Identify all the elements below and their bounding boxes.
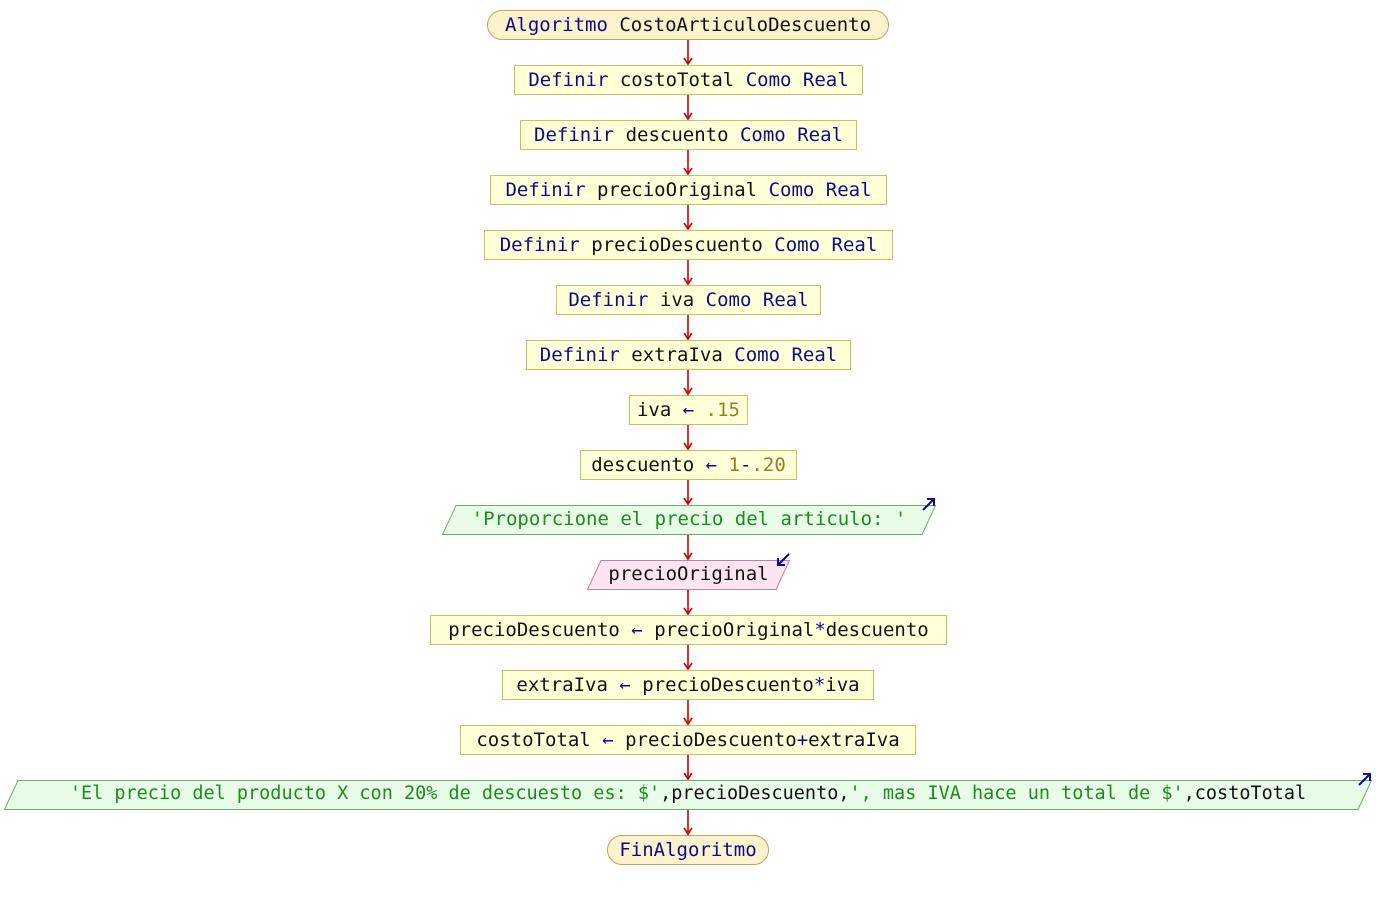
result-string-1: 'El precio del producto X con 20% de des… bbox=[69, 783, 661, 804]
output-result-box[interactable]: 'El precio del producto X con 20% de des… bbox=[3, 780, 1373, 810]
type-keyword: Real bbox=[825, 179, 872, 201]
operand-a: precioDescuento bbox=[625, 729, 797, 751]
operand-a: precioOriginal bbox=[654, 619, 815, 641]
type-keyword: Real bbox=[831, 234, 878, 256]
connector-arrowhead-icon bbox=[683, 607, 693, 616]
connector-arrowhead-icon bbox=[683, 772, 693, 781]
number-one: 1 bbox=[728, 454, 740, 476]
output-parallelogram bbox=[441, 505, 937, 535]
output-parallelogram bbox=[3, 780, 1373, 810]
type-keyword: Real bbox=[791, 344, 838, 366]
define-precio-descuento-box[interactable]: Definir precioDescuento Como Real bbox=[484, 230, 893, 260]
definir-keyword: Definir bbox=[539, 344, 620, 366]
define-extra-iva-box[interactable]: Definir extraIva Como Real bbox=[526, 340, 851, 370]
assign-arrow-icon: ← bbox=[619, 674, 631, 696]
multiply-operator: * bbox=[813, 674, 826, 696]
define-descuento-box[interactable]: Definir descuento Como Real bbox=[520, 120, 857, 150]
input-variable: precioOriginal bbox=[608, 563, 769, 585]
definir-keyword: Definir bbox=[534, 124, 615, 146]
result-string-2: ', mas IVA hace un total de $' bbox=[849, 783, 1184, 804]
definir-keyword: Definir bbox=[505, 179, 586, 201]
connector-arrowhead-icon bbox=[683, 387, 693, 396]
variable-name: descuento bbox=[625, 124, 729, 146]
operand-b: iva bbox=[825, 674, 860, 696]
connector-arrowhead-icon bbox=[683, 57, 693, 66]
operand-b: extraIva bbox=[808, 729, 900, 751]
assign-target: costoTotal bbox=[476, 729, 591, 751]
connector-arrowhead-icon bbox=[683, 167, 693, 176]
type-keyword: Real bbox=[802, 69, 849, 91]
assign-arrow-icon: ← bbox=[682, 399, 695, 421]
input-arrow-icon bbox=[777, 553, 790, 566]
end-terminal[interactable]: FinAlgoritmo bbox=[607, 835, 769, 865]
output-arrow-icon bbox=[922, 498, 935, 511]
operand-a: precioDescuento bbox=[642, 674, 814, 696]
assign-arrow-icon: ← bbox=[631, 619, 643, 641]
como-keyword: Como bbox=[774, 234, 821, 256]
connector-arrowhead-icon bbox=[683, 662, 693, 671]
type-keyword: Real bbox=[797, 124, 843, 146]
start-terminal[interactable]: Algoritmo CostoArticuloDescuento bbox=[487, 10, 889, 40]
input-precio-original-box[interactable]: precioOriginal bbox=[586, 560, 791, 590]
result-variable-2: costoTotal bbox=[1194, 783, 1307, 804]
assign-value: .15 bbox=[705, 399, 740, 421]
connector-arrowhead-icon bbox=[683, 222, 693, 231]
algorithm-name: CostoArticuloDescuento bbox=[619, 14, 872, 36]
assign-arrow-icon: ← bbox=[602, 729, 614, 751]
definir-keyword: Definir bbox=[499, 234, 580, 256]
como-keyword: Como bbox=[734, 344, 781, 366]
assign-precio-descuento-box[interactable]: precioDescuento ← precioOriginal*descuen… bbox=[430, 615, 947, 645]
define-precio-original-box[interactable]: Definir precioOriginal Como Real bbox=[490, 175, 887, 205]
variable-name: iva bbox=[659, 289, 695, 311]
prompt-string: 'Proporcione el precio del articulo: ' bbox=[471, 508, 907, 530]
comma-separator: , bbox=[1183, 783, 1195, 804]
input-parallelogram bbox=[586, 560, 791, 590]
assign-descuento-box[interactable]: descuento ← 1-.20 bbox=[580, 450, 797, 480]
define-iva-box[interactable]: Definir iva Como Real bbox=[556, 285, 821, 315]
como-keyword: Como bbox=[768, 179, 815, 201]
como-keyword: Como bbox=[739, 124, 786, 146]
result-variable-1: precioDescuento bbox=[671, 783, 839, 804]
type-keyword: Real bbox=[762, 289, 809, 311]
plus-operator: + bbox=[796, 729, 809, 751]
assign-extra-iva-box[interactable]: extraIva ← precioDescuento*iva bbox=[502, 670, 874, 700]
comma-separator: , bbox=[838, 783, 850, 804]
connector-arrowhead-icon bbox=[683, 717, 693, 726]
finalgoritmo-keyword: FinAlgoritmo bbox=[619, 839, 757, 861]
multiply-operator: * bbox=[814, 619, 826, 641]
variable-name: costoTotal bbox=[619, 69, 735, 91]
assign-target: descuento bbox=[591, 454, 695, 476]
define-costo-total-box[interactable]: Definir costoTotal Como Real bbox=[514, 65, 863, 95]
assign-costo-total-box[interactable]: costoTotal ← precioDescuento+extraIva bbox=[460, 725, 916, 755]
connector-arrowhead-icon bbox=[683, 112, 693, 121]
assign-target: iva bbox=[636, 399, 672, 421]
connector-arrowhead-icon bbox=[683, 827, 693, 836]
comma-separator: , bbox=[660, 783, 672, 804]
como-keyword: Como bbox=[705, 289, 752, 311]
definir-keyword: Definir bbox=[568, 289, 649, 311]
assign-target: precioDescuento bbox=[448, 619, 620, 641]
connector-arrowhead-icon bbox=[683, 497, 693, 506]
output-arrow-icon bbox=[1358, 773, 1371, 786]
connector-arrowhead-icon bbox=[683, 442, 693, 451]
algoritmo-keyword: Algoritmo bbox=[504, 14, 608, 36]
output-prompt-box[interactable]: 'Proporcione el precio del articulo: ' bbox=[441, 505, 937, 535]
como-keyword: Como bbox=[745, 69, 792, 91]
assign-iva-box[interactable]: iva ← .15 bbox=[629, 395, 748, 425]
assign-arrow-icon: ← bbox=[705, 454, 718, 476]
variable-name: precioDescuento bbox=[591, 234, 763, 256]
minus-operator: - bbox=[739, 454, 752, 476]
variable-name: precioOriginal bbox=[596, 179, 758, 201]
connector-arrowhead-icon bbox=[683, 332, 693, 341]
definir-keyword: Definir bbox=[528, 69, 609, 91]
connector-arrowhead-icon bbox=[683, 277, 693, 286]
assign-value: .20 bbox=[751, 454, 786, 476]
assign-target: extraIva bbox=[516, 674, 608, 696]
connector-arrowhead-icon bbox=[683, 552, 693, 561]
variable-name: extraIva bbox=[631, 344, 723, 366]
operand-b: descuento bbox=[825, 619, 929, 641]
